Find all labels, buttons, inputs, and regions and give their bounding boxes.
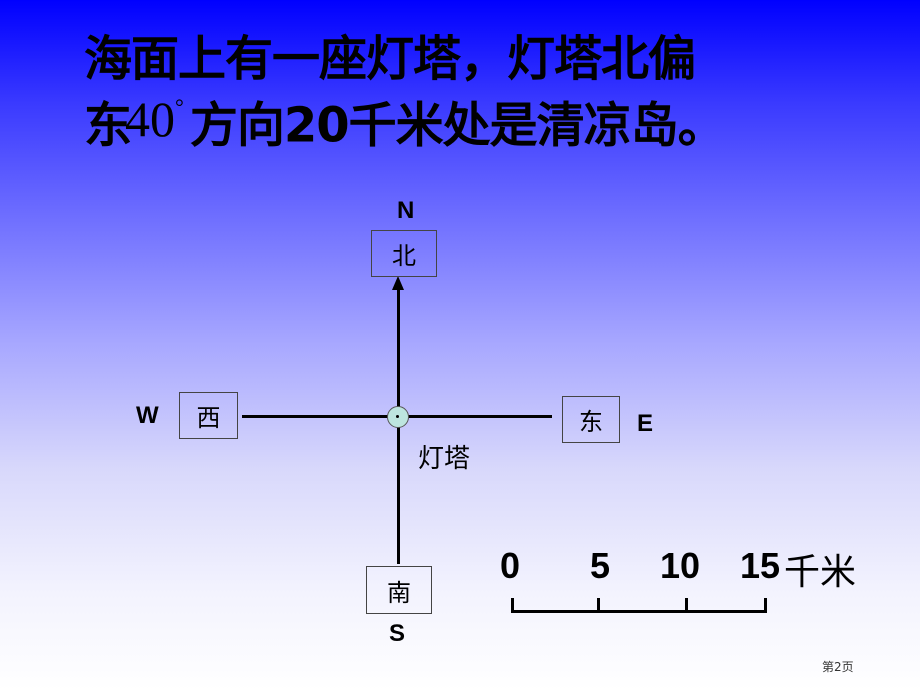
scale-tick-5: 5 <box>590 545 611 586</box>
scale-unit: 千米 <box>784 552 857 593</box>
degree-symbol: ° <box>175 94 184 119</box>
angle-value: 40° <box>125 91 184 147</box>
east-letter: E <box>637 410 654 437</box>
scale-bar-tick <box>764 598 767 613</box>
page-number: 第2页 <box>822 660 854 674</box>
east-box: 东 <box>562 396 620 443</box>
north-arrow-icon <box>392 276 404 290</box>
scale-tick-10: 10 <box>660 545 701 586</box>
scale-bar-tick <box>685 598 688 613</box>
south-box: 南 <box>366 566 432 614</box>
lighthouse-dot-icon <box>387 406 409 428</box>
title-prefix: 东 <box>84 97 132 154</box>
north-letter: N <box>397 197 415 224</box>
lighthouse-label: 灯塔 <box>418 444 471 474</box>
title-line-1: 海面上有一座灯塔，灯塔北偏 <box>84 31 696 87</box>
west-box: 西 <box>179 392 238 439</box>
scale-bar-line <box>511 610 767 613</box>
scale-tick-15: 15 <box>740 545 781 586</box>
scale-bar-tick <box>597 598 600 613</box>
angle-number: 40 <box>125 90 176 147</box>
scale-bar-tick <box>511 598 514 613</box>
south-letter: S <box>389 620 406 647</box>
north-box: 北 <box>371 230 437 277</box>
west-letter: W <box>136 402 159 429</box>
problem-statement: 海面上有一座灯塔，灯塔北偏 东40°方向20千米处是清凉岛。 <box>84 30 864 155</box>
title-line-2: 东40°方向20千米处是清凉岛。 <box>84 88 864 155</box>
title-suffix: 方向20千米处是清凉岛。 <box>189 97 726 154</box>
scale-tick-0: 0 <box>500 545 521 586</box>
